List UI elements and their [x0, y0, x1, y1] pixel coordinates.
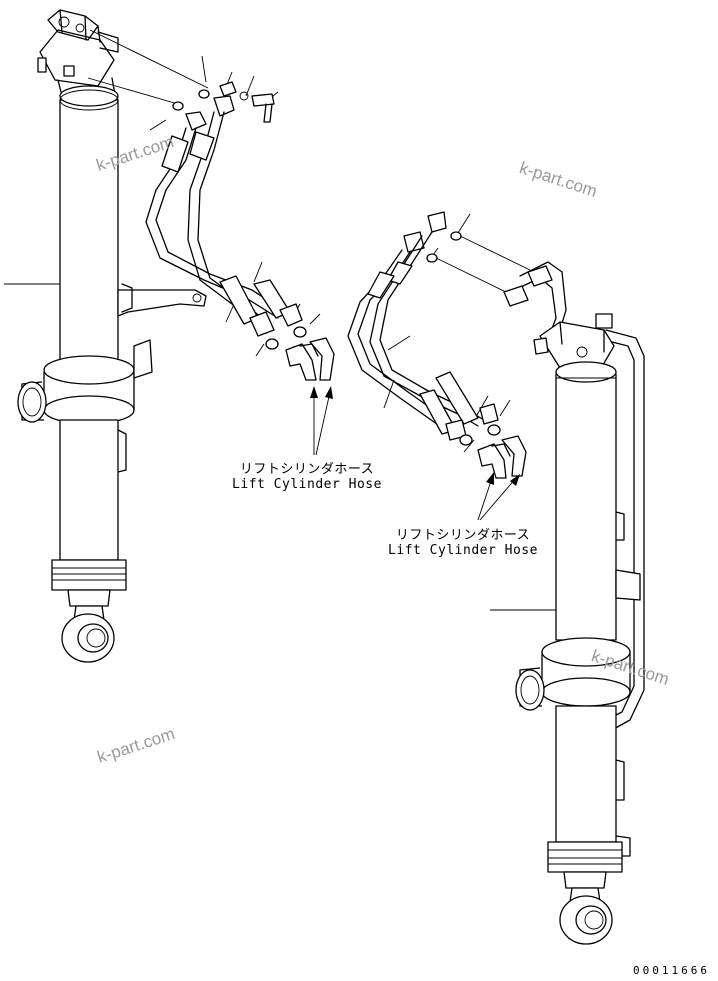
drawing-code: 00011666	[633, 964, 710, 977]
left-hose-assembly	[145, 81, 335, 381]
left-leader-lines	[4, 29, 321, 357]
left-lift-cylinder	[17, 9, 207, 663]
hose-label-jp: リフトシリンダホース	[395, 528, 531, 543]
right-lift-cylinder	[509, 261, 645, 945]
lift-cylinder-hose-label-right: リフトシリンダホース Lift Cylinder Hose	[378, 524, 548, 558]
right-hose-assembly	[347, 211, 553, 479]
right-callout-arrows	[477, 472, 520, 521]
hose-label-jp: リフトシリンダホース	[239, 462, 375, 477]
lift-cylinder-hose-label-left: リフトシリンダホース Lift Cylinder Hose	[222, 458, 392, 492]
left-callout-arrows	[310, 386, 333, 456]
hose-label-en: Lift Cylinder Hose	[388, 543, 538, 558]
hose-label-en: Lift Cylinder Hose	[232, 477, 382, 492]
